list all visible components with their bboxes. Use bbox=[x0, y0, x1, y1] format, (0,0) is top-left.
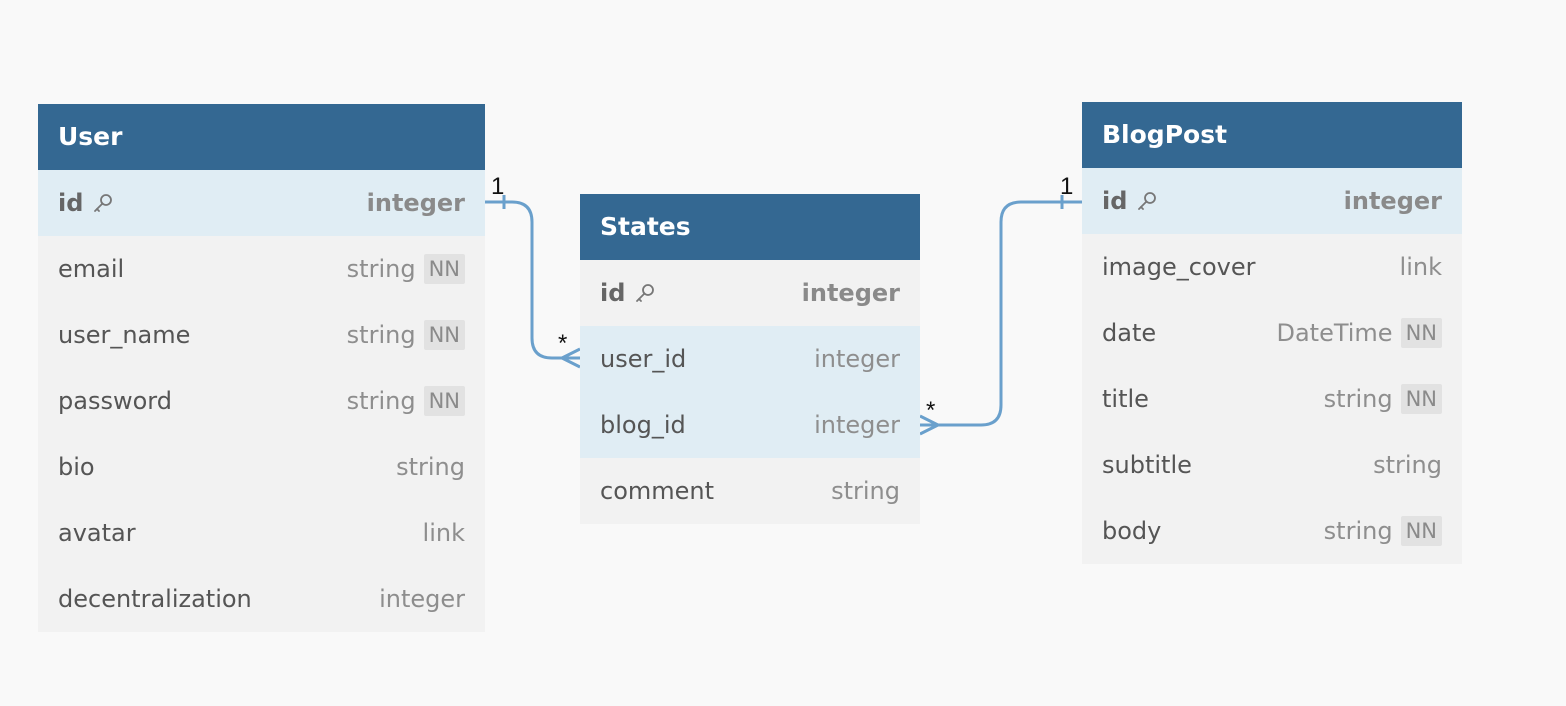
column-type: integer bbox=[366, 189, 465, 217]
not-null-badge: NN bbox=[1400, 516, 1442, 546]
column-row-states-id[interactable]: id integer bbox=[580, 260, 920, 326]
column-type: integer bbox=[1343, 187, 1442, 215]
column-row-blogpost-image_cover[interactable]: image_cover link bbox=[1082, 234, 1462, 300]
not-null-badge: NN bbox=[1400, 318, 1442, 348]
key-icon bbox=[633, 281, 657, 305]
column-row-user-decentralization[interactable]: decentralization integer bbox=[38, 566, 485, 632]
column-type: string bbox=[1323, 517, 1393, 545]
column-type: string bbox=[1373, 451, 1442, 479]
table-user-header[interactable]: User bbox=[38, 104, 485, 170]
column-type: DateTime bbox=[1276, 319, 1393, 347]
column-row-user-avatar[interactable]: avatar link bbox=[38, 500, 485, 566]
column-name: bio bbox=[58, 453, 95, 481]
column-row-user-email[interactable]: email string NN bbox=[38, 236, 485, 302]
column-type: string bbox=[1323, 385, 1393, 413]
cardinality-states-many-blog: * bbox=[926, 397, 936, 424]
column-name: id bbox=[600, 279, 626, 307]
column-name: blog_id bbox=[600, 411, 686, 439]
column-type: integer bbox=[801, 279, 900, 307]
column-name: image_cover bbox=[1102, 253, 1256, 281]
key-icon bbox=[1135, 189, 1159, 213]
cardinality-blogpost-one: 1 bbox=[1060, 173, 1074, 200]
cardinality-user-one: 1 bbox=[491, 173, 505, 200]
column-row-blogpost-date[interactable]: date DateTime NN bbox=[1082, 300, 1462, 366]
column-row-states-comment[interactable]: comment string bbox=[580, 458, 920, 524]
not-null-badge: NN bbox=[423, 386, 465, 416]
column-type: integer bbox=[814, 345, 900, 373]
column-type: string bbox=[396, 453, 465, 481]
column-name: password bbox=[58, 387, 172, 415]
column-name: user_name bbox=[58, 321, 191, 349]
column-row-blogpost-id[interactable]: id integer bbox=[1082, 168, 1462, 234]
not-null-badge: NN bbox=[1400, 384, 1442, 414]
column-name: user_id bbox=[600, 345, 687, 373]
connector-blogpost-states[interactable] bbox=[920, 200, 1082, 427]
many-crowfoot-user-states bbox=[561, 347, 581, 369]
not-null-badge: NN bbox=[423, 320, 465, 350]
table-states[interactable]: States id integer user_id integer blog_i… bbox=[580, 194, 920, 524]
cardinality-states-many-user: * bbox=[558, 330, 568, 357]
many-crowfoot-blogpost-states bbox=[919, 414, 939, 436]
column-name: id bbox=[1102, 187, 1128, 215]
column-row-user-id[interactable]: id integer bbox=[38, 170, 485, 236]
not-null-badge: NN bbox=[423, 254, 465, 284]
column-name: date bbox=[1102, 319, 1157, 347]
column-name: body bbox=[1102, 517, 1162, 545]
column-row-user-password[interactable]: password string NN bbox=[38, 368, 485, 434]
column-type: string bbox=[831, 477, 900, 505]
column-name: subtitle bbox=[1102, 451, 1192, 479]
column-name: decentralization bbox=[58, 585, 252, 613]
column-type: integer bbox=[379, 585, 465, 613]
column-row-blogpost-body[interactable]: body string NN bbox=[1082, 498, 1462, 564]
column-name: email bbox=[58, 255, 125, 283]
column-row-user-user_name[interactable]: user_name string NN bbox=[38, 302, 485, 368]
column-row-blogpost-subtitle[interactable]: subtitle string bbox=[1082, 432, 1462, 498]
key-icon bbox=[91, 191, 115, 215]
column-name: avatar bbox=[58, 519, 136, 547]
column-type: string bbox=[346, 387, 416, 415]
column-row-states-user_id[interactable]: user_id integer bbox=[580, 326, 920, 392]
column-name: comment bbox=[600, 477, 715, 505]
column-type: integer bbox=[814, 411, 900, 439]
column-row-states-blog_id[interactable]: blog_id integer bbox=[580, 392, 920, 458]
connector-user-states[interactable] bbox=[485, 200, 580, 360]
column-row-user-bio[interactable]: bio string bbox=[38, 434, 485, 500]
table-states-header[interactable]: States bbox=[580, 194, 920, 260]
column-type: string bbox=[346, 255, 416, 283]
column-name: id bbox=[58, 189, 84, 217]
table-blogpost[interactable]: BlogPost id integer image_cover link dat… bbox=[1082, 102, 1462, 564]
column-type: link bbox=[422, 519, 465, 547]
table-user[interactable]: User id integer email string NN user_nam… bbox=[38, 104, 485, 632]
column-type: link bbox=[1399, 253, 1442, 281]
column-row-blogpost-title[interactable]: title string NN bbox=[1082, 366, 1462, 432]
table-blogpost-header[interactable]: BlogPost bbox=[1082, 102, 1462, 168]
column-type: string bbox=[346, 321, 416, 349]
column-name: title bbox=[1102, 385, 1149, 413]
